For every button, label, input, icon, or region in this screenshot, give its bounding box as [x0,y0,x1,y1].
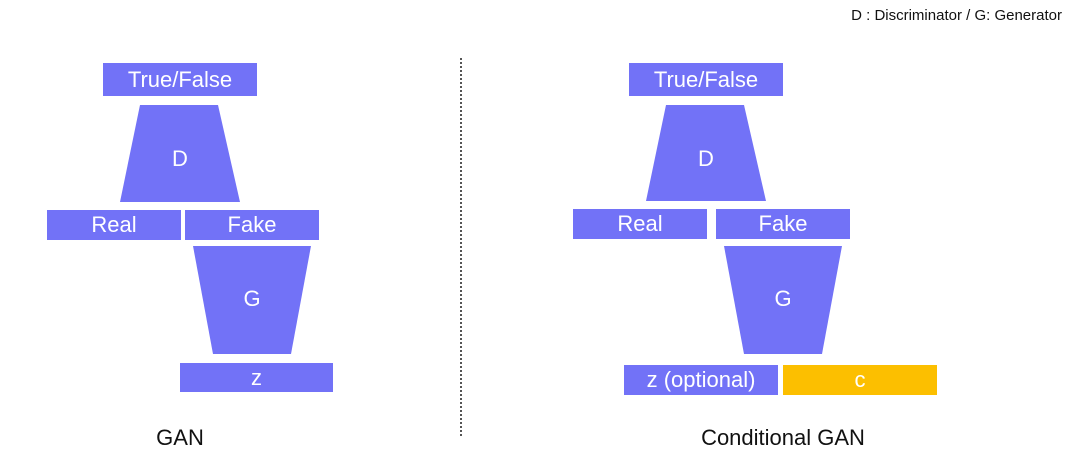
gan-generator-label: G [243,286,261,311]
gan-fake-box: Fake [185,210,319,240]
divider-line [460,58,462,436]
cgan-output-box: True/False [629,63,783,96]
cgan-noise-label: z (optional) [646,367,756,392]
gan-generator-shape [193,246,311,354]
legend-text: D : Discriminator / G: Generator [851,7,1062,24]
cgan-generator-shape [724,246,842,354]
gan-output-box: True/False [103,63,257,96]
cgan-generator-label: G [774,286,792,311]
gan-caption: GAN [156,425,204,450]
gan-real-box: Real [47,210,181,240]
gan-real-label: Real [91,212,137,237]
cgan-real-label: Real [617,211,663,236]
cgan-fake-label: Fake [758,211,808,236]
cgan-discriminator-label: D [698,146,714,171]
gan-fake-label: Fake [227,212,277,237]
gan-noise-box: z [180,363,333,392]
gan-noise-label: z [251,364,262,390]
gan-discriminator-shape [120,105,240,202]
cgan-condition-label: c [854,367,866,392]
cgan-fake-box: Fake [716,209,850,239]
cgan-noise-box: z (optional) [624,365,778,395]
cgan-discriminator-shape [646,105,766,201]
cgan-output-label: True/False [653,66,759,92]
gan-output-label: True/False [127,66,233,92]
cgan-caption: Conditional GAN [701,425,865,450]
cgan-real-box: Real [573,209,707,239]
gan-discriminator-label: D [172,146,188,171]
cgan-condition-box: c [783,365,937,395]
